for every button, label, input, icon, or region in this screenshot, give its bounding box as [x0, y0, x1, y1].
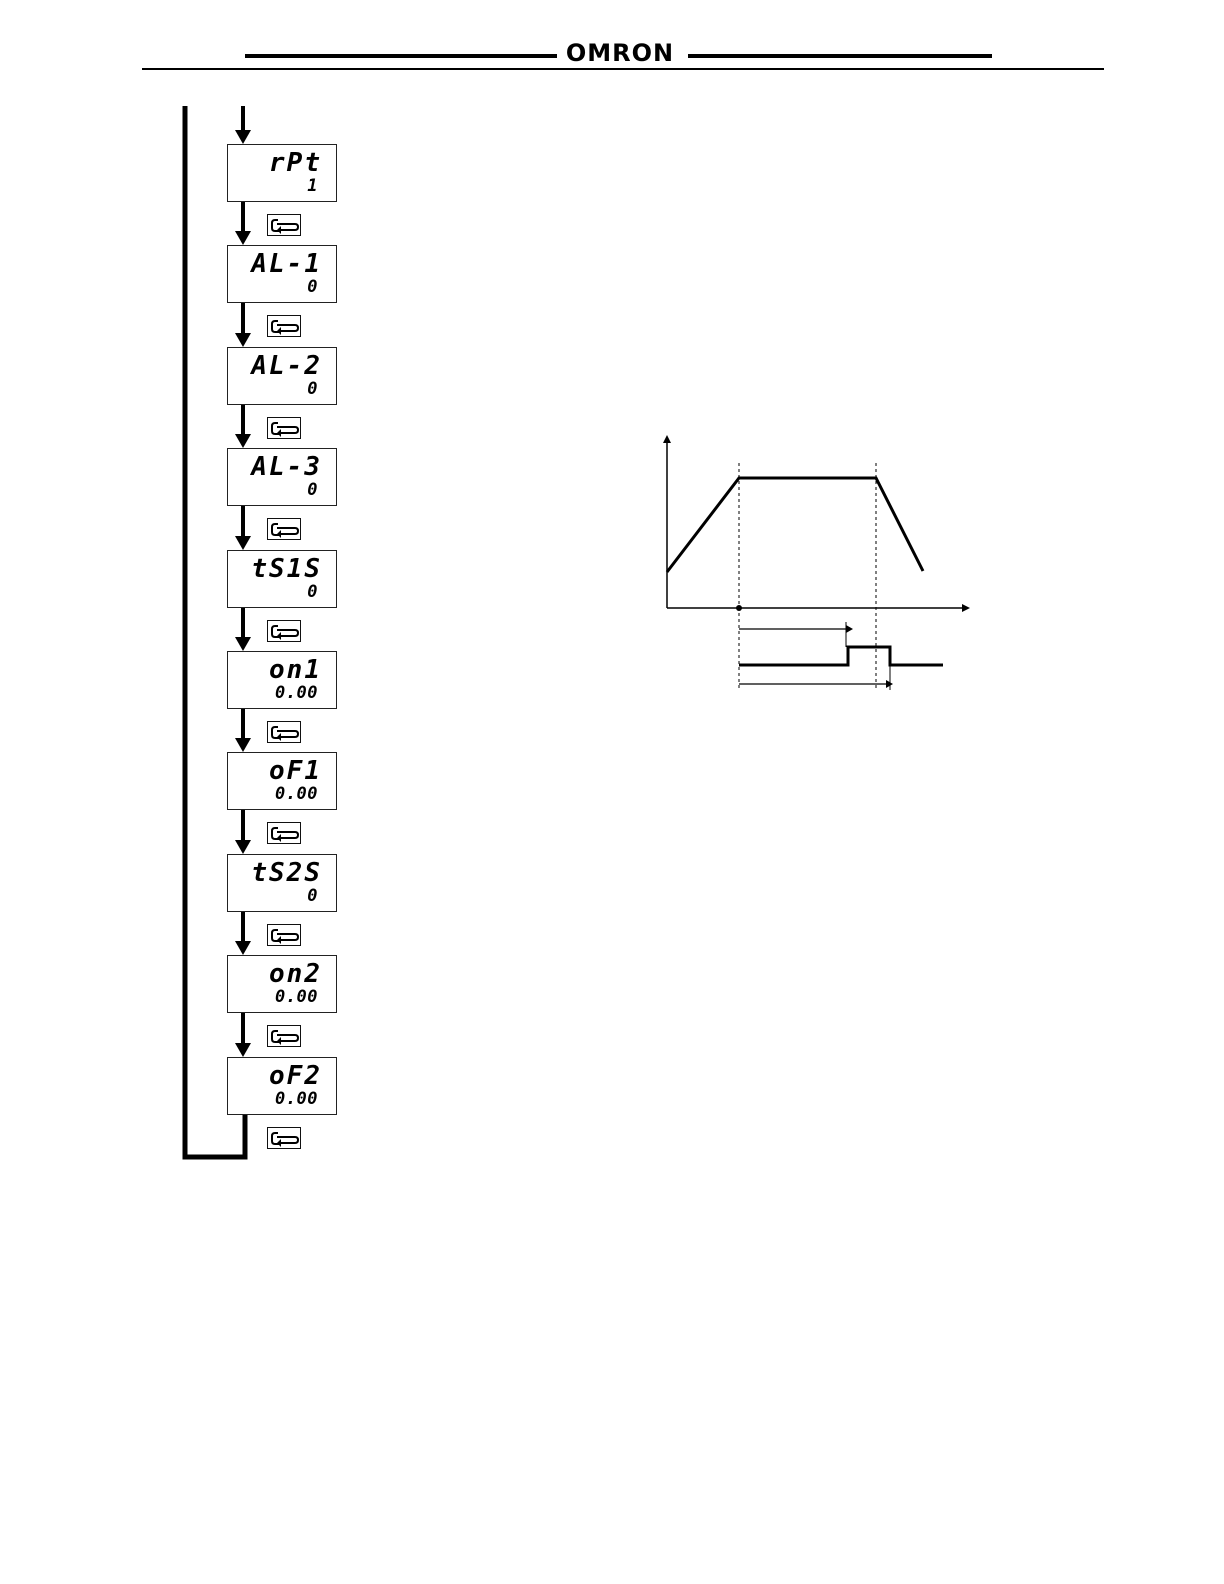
y-axis-arrowhead [663, 435, 671, 443]
mode-key-icon [267, 214, 301, 236]
lcd-value: 1 [307, 176, 318, 196]
arrow-down-icon [235, 1013, 251, 1057]
time-start-dot [736, 605, 742, 611]
lcd-value: 0 [307, 277, 318, 297]
lcd-value: 0.00 [275, 1089, 318, 1109]
mode-key-icon [267, 1127, 301, 1149]
lcd-value: 0 [307, 582, 318, 602]
lcd-value: 0.00 [275, 683, 318, 703]
lcd-mnemonic: oF1 [242, 757, 322, 785]
arrow-down-icon [235, 506, 251, 550]
mode-key-icon [267, 721, 301, 743]
lcd-mnemonic: oF2 [242, 1062, 322, 1090]
arrow-down-icon [235, 608, 251, 651]
arrow-down-icon [235, 405, 251, 448]
lcd-mnemonic: on2 [242, 960, 322, 988]
arrow-down-icon [235, 810, 251, 854]
arrow-down-icon [235, 912, 251, 955]
lcd-mnemonic: AL-3 [242, 453, 322, 481]
lcd-mnemonic: on1 [242, 656, 322, 684]
temperature-profile-line [667, 478, 923, 572]
lcd-value: 0 [307, 379, 318, 399]
lcd-value: 0.00 [275, 987, 318, 1007]
lcd-mnemonic: rPt [242, 149, 322, 177]
mode-key-icon [267, 1025, 301, 1047]
mode-key-icon [267, 924, 301, 946]
lcd-value: 0 [307, 886, 318, 906]
arrow-down-icon [235, 709, 251, 752]
timing-graph [650, 425, 980, 700]
arrow-down-icon [235, 202, 251, 245]
x-axis-arrowhead [962, 604, 970, 612]
output-pulse-line [739, 647, 943, 665]
lcd-mnemonic: tS2S [242, 859, 322, 887]
arrow-down-icon [235, 106, 251, 144]
mode-key-icon [267, 315, 301, 337]
lcd-value: 0 [307, 480, 318, 500]
lcd-value: 0.00 [275, 784, 318, 804]
mode-key-icon [267, 417, 301, 439]
lcd-mnemonic: AL-1 [242, 250, 322, 278]
arrow-down-icon [235, 303, 251, 347]
mode-key-icon [267, 518, 301, 540]
lcd-mnemonic: tS1S [242, 555, 322, 583]
lcd-mnemonic: AL-2 [242, 352, 322, 380]
mode-key-icon [267, 620, 301, 642]
mode-key-icon [267, 822, 301, 844]
